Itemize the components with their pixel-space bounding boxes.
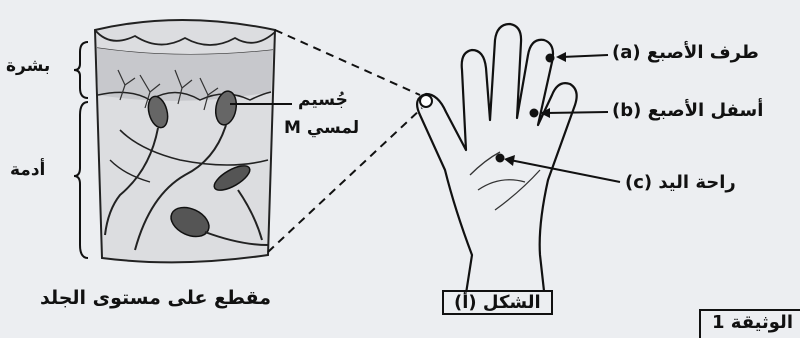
dermis-brace [74, 102, 88, 258]
corpuscle-label-line1: جُسيم [298, 90, 348, 110]
epidermis-brace [74, 42, 88, 98]
figure-caption: الشكل (أ) [442, 290, 553, 315]
epidermis-label: بشرة [6, 56, 50, 76]
corpuscle-label-line2: لمسي M [284, 118, 359, 138]
point-c-label: راحة اليد (c) [625, 172, 736, 193]
point-a-label: طرف الأصبع (a) [612, 42, 759, 63]
hand-illustration [417, 24, 577, 300]
document-label: الوثيقة 1 [712, 312, 793, 333]
dermis-label: أدمة [10, 160, 45, 180]
skin-section-illustration [95, 20, 275, 262]
point-b-label: أسفل الأصبع (b) [612, 100, 763, 121]
skin-section-caption: مقطع على مستوى الجلد [40, 287, 271, 309]
